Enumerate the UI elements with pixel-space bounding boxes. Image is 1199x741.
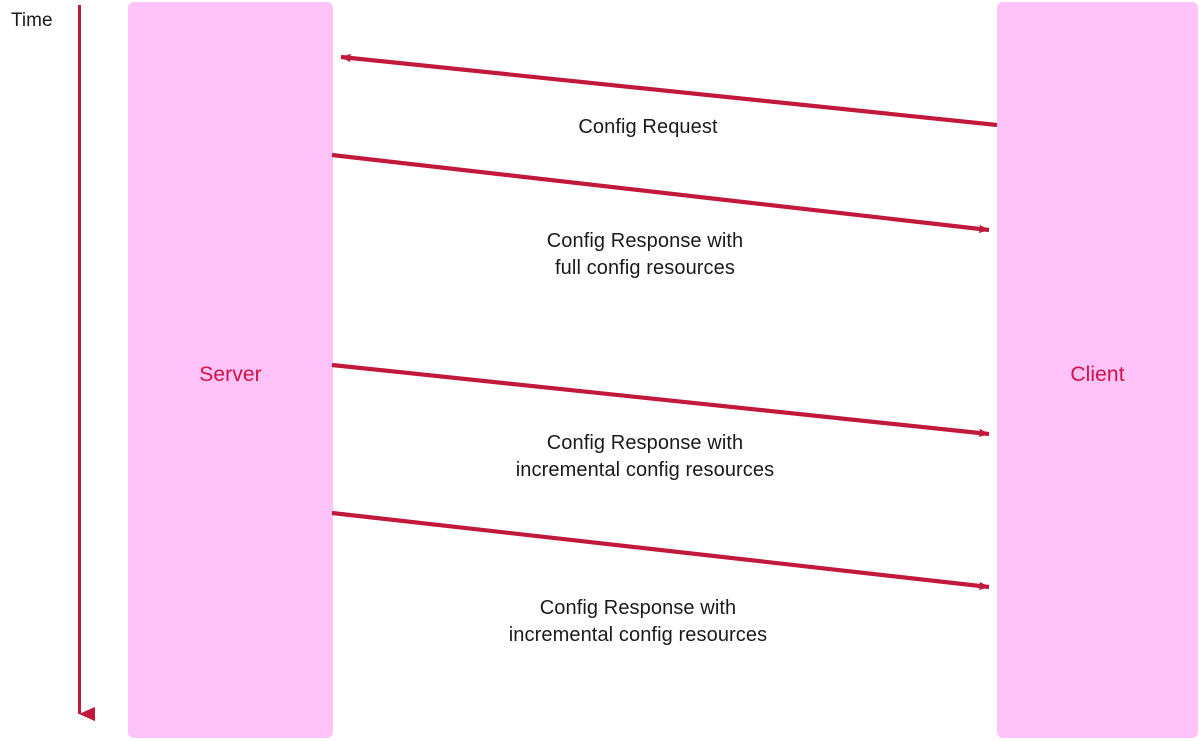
- message-arrow-config-request[interactable]: [340, 53, 998, 128]
- time-axis-label: Time: [11, 10, 53, 31]
- message-label-config-response-incremental-2: Config Response with incremental config …: [508, 597, 768, 646]
- lifeline-client[interactable]: Client: [997, 2, 1198, 738]
- message-arrow-config-response-incremental-2[interactable]: [331, 510, 990, 591]
- message-arrow-config-response-full[interactable]: [331, 152, 990, 234]
- message-label-config-response-incremental-1: Config Response with incremental config …: [515, 432, 775, 481]
- message-label-config-response-full: Config Response with full config resourc…: [546, 230, 744, 279]
- message-arrow-config-response-incremental-1[interactable]: [331, 362, 990, 438]
- lifeline-label-server: Server: [199, 363, 262, 386]
- message-label-config-request: Config Request: [578, 116, 718, 138]
- lifeline-label-client: Client: [1070, 363, 1125, 386]
- lifeline-server[interactable]: Server: [128, 2, 333, 738]
